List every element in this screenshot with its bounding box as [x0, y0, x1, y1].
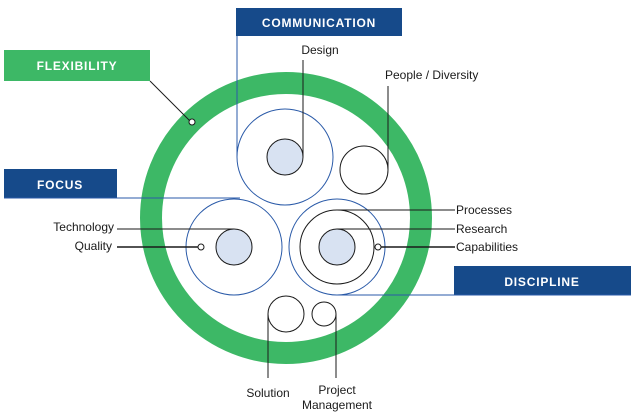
people-diversity-node	[339, 145, 389, 195]
solution-node	[267, 295, 305, 333]
research-label: Research	[456, 222, 507, 236]
processes-label: Processes	[456, 203, 512, 217]
technology-label: Technology	[53, 220, 114, 234]
communication-label: COMMUNICATION	[262, 16, 376, 30]
capabilities-node	[374, 243, 382, 251]
discipline-box	[454, 266, 631, 295]
quality-label: Quality	[75, 239, 112, 253]
design-label: Design	[301, 43, 338, 57]
communication-box	[236, 8, 402, 36]
project-management-node	[311, 301, 337, 327]
technology-node	[215, 228, 253, 266]
flexibility-anchor-dot	[188, 118, 196, 126]
communication-circle	[236, 108, 334, 206]
focus-box	[4, 169, 117, 198]
solution-label: Solution	[246, 386, 289, 400]
capabilities-label: Capabilities	[456, 240, 518, 254]
research-node	[318, 228, 356, 266]
quality-node	[197, 243, 205, 251]
flexibility-box	[4, 50, 150, 81]
discipline-label: DISCIPLINE	[504, 275, 579, 289]
flexibility-label: FLEXIBILITY	[37, 59, 118, 73]
focus-label: FOCUS	[37, 178, 83, 192]
project-management-label-line2: Management	[302, 398, 373, 412]
people-diversity-label: People / Diversity	[385, 68, 478, 82]
flexibility-ring	[140, 72, 432, 364]
design-node	[266, 138, 304, 176]
flexibility-connector	[149, 80, 192, 123]
project-management-label-line1: Project	[318, 383, 356, 397]
